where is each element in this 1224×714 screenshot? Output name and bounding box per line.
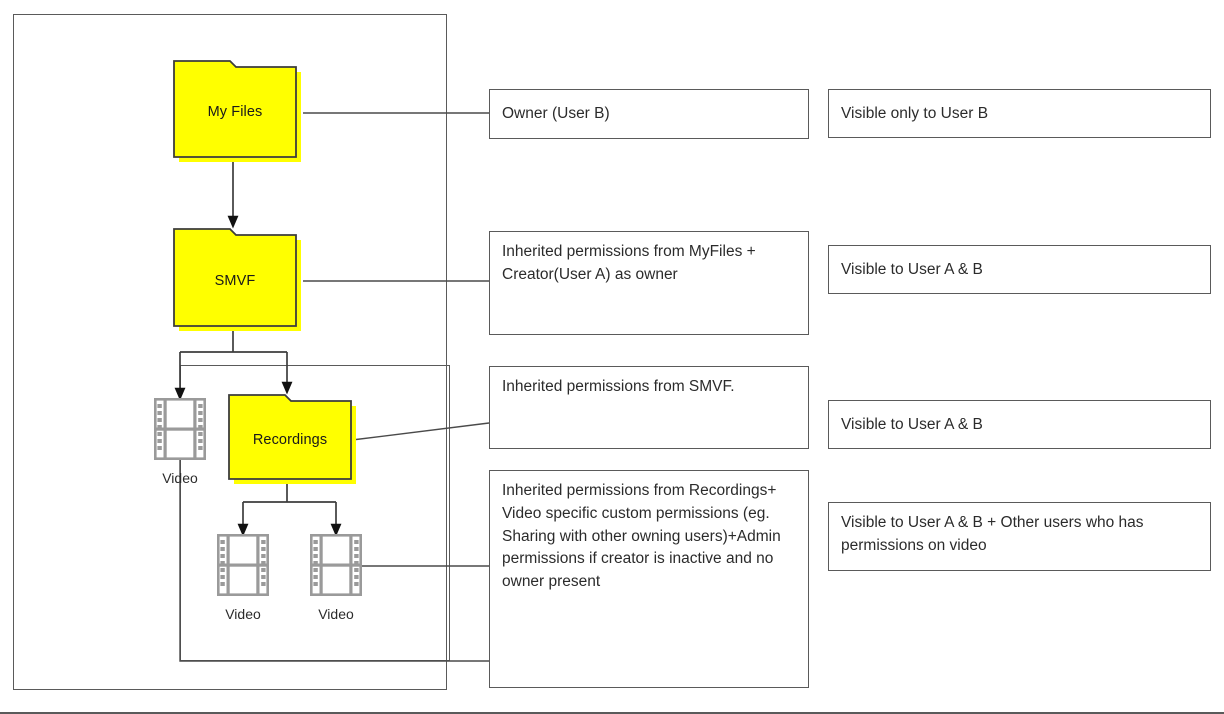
film-strip-icon xyxy=(216,533,270,597)
bottom-rule xyxy=(0,712,1224,714)
outer-container-rect xyxy=(13,14,447,690)
note-owner: Owner (User B) xyxy=(489,89,809,139)
note-smvf: Inherited permissions from MyFiles + Cre… xyxy=(489,231,809,335)
node-video-2[interactable]: Video xyxy=(216,533,270,622)
node-video-2-label: Video xyxy=(225,606,261,622)
film-strip-icon xyxy=(309,533,363,597)
visibility-note-2: Visible to User A & B xyxy=(828,245,1211,294)
note-video: Inherited permissions from Recordings+ V… xyxy=(489,470,809,688)
node-video-3-label: Video xyxy=(318,606,354,622)
note-recordings: Inherited permissions from SMVF. xyxy=(489,366,809,449)
node-recordings[interactable]: Recordings xyxy=(228,394,356,484)
film-strip-icon xyxy=(153,397,207,461)
visibility-note-1: Visible only to User B xyxy=(828,89,1211,138)
visibility-note-4: Visible to User A & B + Other users who … xyxy=(828,502,1211,571)
node-my-files[interactable]: My Files xyxy=(173,60,301,162)
visibility-note-3: Visible to User A & B xyxy=(828,400,1211,449)
node-smvf[interactable]: SMVF xyxy=(173,228,301,331)
node-video-1[interactable]: Video xyxy=(153,397,207,486)
node-video-3[interactable]: Video xyxy=(309,533,363,622)
node-video-1-label: Video xyxy=(162,470,198,486)
